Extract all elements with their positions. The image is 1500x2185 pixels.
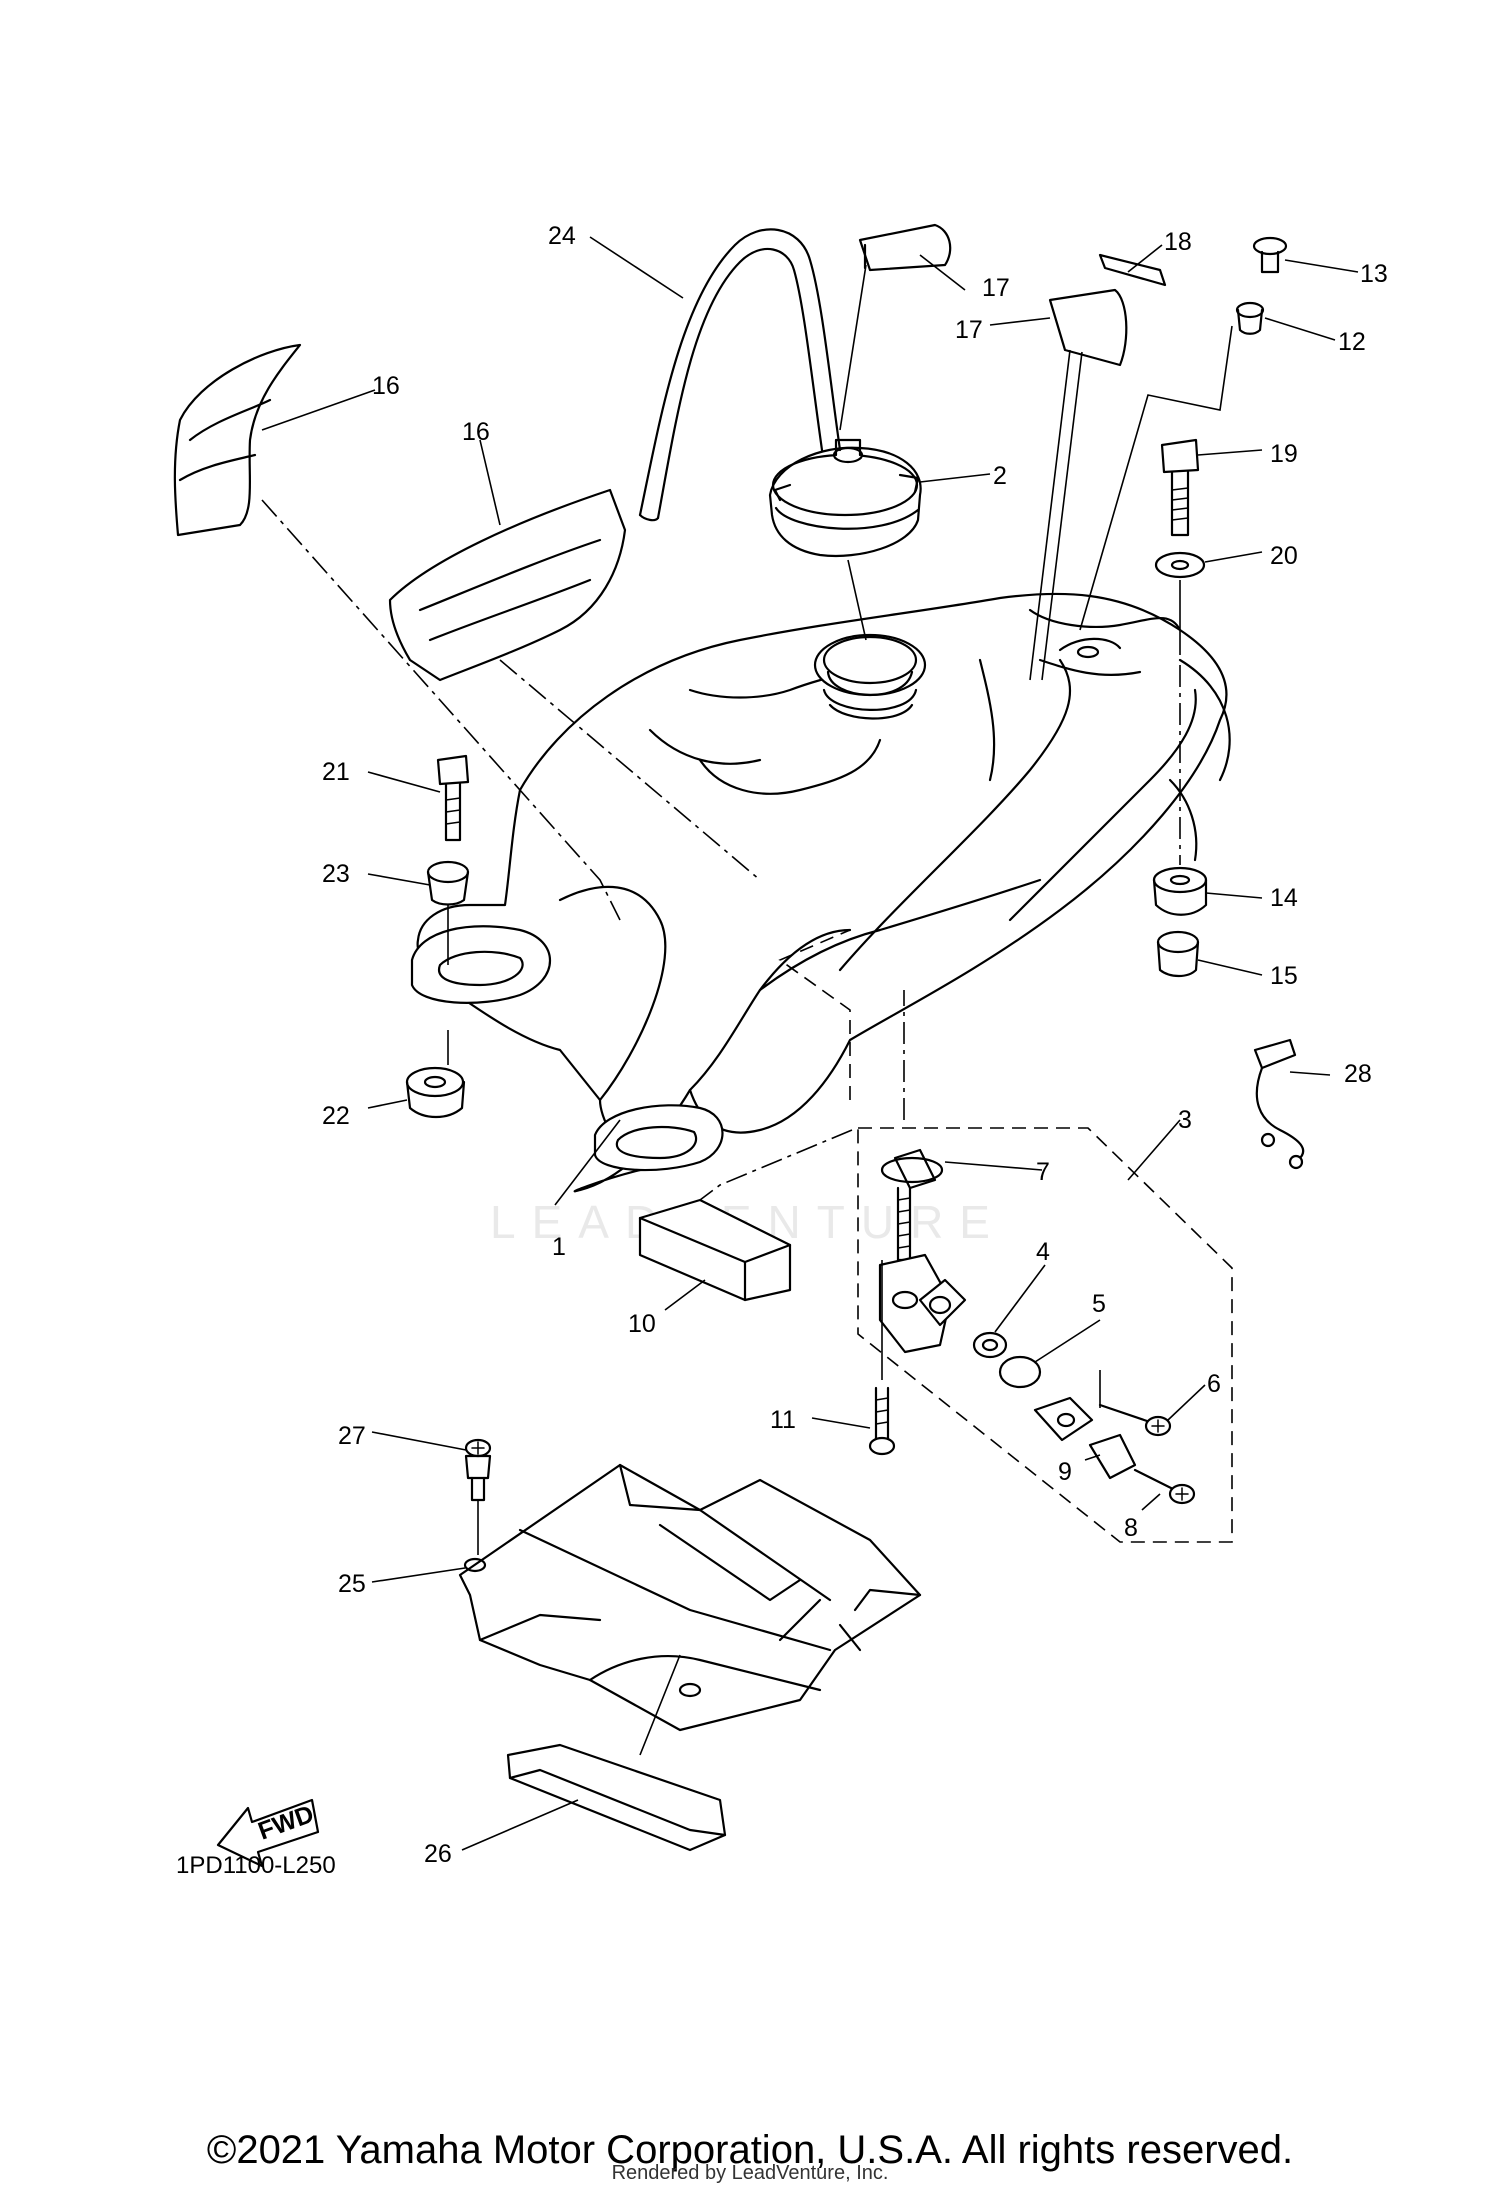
callout-21: 21 [322,758,350,786]
callout-7: 7 [1036,1158,1050,1186]
callout-5: 5 [1092,1290,1106,1318]
callout-17-top: 17 [982,274,1010,302]
callout-4: 4 [1036,1238,1050,1266]
callout-28: 28 [1344,1060,1372,1088]
callout-numbers: 1 2 3 4 5 6 7 8 9 10 11 12 13 14 15 16 1… [322,222,1388,1868]
washer-20 [1154,551,1206,579]
callout-23: 23 [322,860,350,888]
pad-26 [506,1743,727,1852]
screw-13 [1252,236,1288,274]
callout-20: 20 [1270,542,1298,570]
bolt-21 [436,754,470,842]
clip-28 [1253,1038,1305,1170]
grommet-14 [1152,866,1208,916]
diagram-code: 1PD1100-L250 [176,1852,336,1879]
callout-26: 26 [424,1840,452,1868]
callout-9: 9 [1058,1458,1072,1486]
collar-15 [1156,930,1200,978]
collar-12 [1235,301,1265,335]
damper-17-top [858,223,952,272]
callout-19: 19 [1270,440,1298,468]
callout-24: 24 [548,222,576,250]
callout-2: 2 [993,462,1007,490]
rivet-27 [464,1438,492,1502]
callout-22: 22 [322,1102,350,1130]
copyright-notice: ©2021 Yamaha Motor Corporation, U.S.A. A… [206,2128,1294,2172]
callout-25: 25 [338,1570,366,1598]
guard-25 [458,1463,922,1732]
callout-12: 12 [1338,328,1366,356]
callout-13: 13 [1360,260,1388,288]
callout-10: 10 [628,1310,656,1338]
callout-27: 27 [338,1422,366,1450]
callout-8: 8 [1124,1514,1138,1542]
rendered-by-notice: Rendered by LeadVenture, Inc. [611,2162,889,2184]
damper-17-lower [1048,288,1128,367]
fuel-cock-assembly [857,1127,1233,1543]
callout-16-left: 16 [372,372,400,400]
fuel-cap [768,438,922,557]
leader-lines [261,236,1359,1851]
callout-6: 6 [1207,1370,1221,1398]
callout-15: 15 [1270,962,1298,990]
pad-16-right [388,488,627,682]
fuel-tank-drawing [410,592,1231,1193]
collar-23 [426,860,470,906]
callout-18: 18 [1164,228,1192,256]
callout-11: 11 [770,1406,796,1434]
bolt-19 [1160,438,1200,537]
breather-hose [638,228,842,522]
strap-18 [1029,253,1167,681]
pad-16-left [173,343,302,537]
callout-3: 3 [1178,1106,1192,1134]
grommet-22 [405,1066,466,1119]
callout-1: 1 [552,1233,566,1261]
callout-16-right: 16 [462,418,490,446]
pad-10 [638,1198,792,1302]
callout-14: 14 [1270,884,1298,912]
callout-17-lower: 17 [955,316,983,344]
